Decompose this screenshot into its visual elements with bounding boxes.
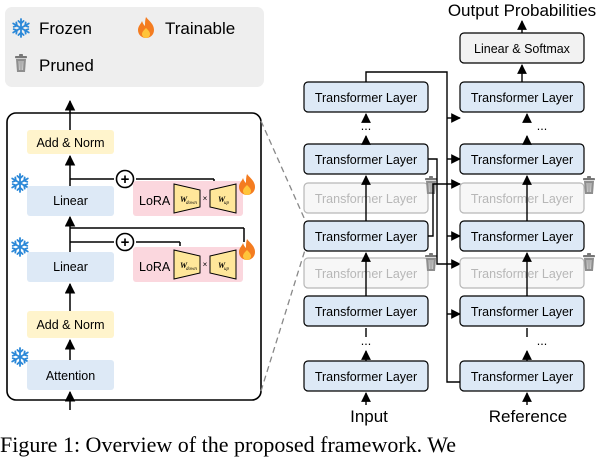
ref-layer-2: Transformer Layer [471, 153, 573, 167]
ref-layer-3: Transformer Layer [471, 230, 573, 244]
add-circle-upper [115, 169, 135, 189]
w-up-upper-sub: up [224, 201, 230, 206]
times-lower: × [203, 260, 208, 269]
add-norm-top-label: Add & Norm [36, 136, 104, 150]
zoom-line-top [260, 120, 306, 221]
layer-detail-panel: Add & Norm + Linear LoRA W down × W up + [6, 99, 262, 410]
figure-caption: Figure 1: Overview of the proposed frame… [0, 432, 456, 457]
linear-softmax-label: Linear & Softmax [474, 42, 571, 56]
ref-layer-pruned-1: Transformer Layer [471, 192, 573, 206]
linear-upper-label: Linear [53, 194, 88, 208]
linear-lower-box [27, 252, 114, 282]
w-up-lower-label: W [218, 261, 226, 270]
add-circle-lower [115, 232, 135, 252]
linear-lower-label: Linear [53, 260, 88, 274]
lora-upper-label: LoRA [139, 194, 171, 208]
legend-frozen: Frozen [39, 19, 92, 38]
w-down-upper-label: W [180, 195, 188, 204]
input-layer-2: Transformer Layer [315, 153, 417, 167]
linear-softmax-box [459, 32, 585, 64]
times-upper: × [203, 194, 208, 203]
zoom-line-bottom [260, 249, 306, 392]
plus-lower: + [121, 234, 130, 251]
stack-connections [365, 71, 461, 383]
ref-layer-5: Transformer Layer [471, 370, 573, 384]
input-ellipsis-top: ... [361, 119, 371, 133]
input-layer-5: Transformer Layer [315, 370, 417, 384]
legend: Frozen Trainable Pruned [5, 7, 264, 87]
legend-pruned: Pruned [39, 56, 94, 75]
ref-layer-1: Transformer Layer [471, 91, 573, 105]
input-layer-4: Transformer Layer [315, 305, 417, 319]
input-layer-3: Transformer Layer [315, 230, 417, 244]
reference-label: Reference [489, 407, 567, 426]
trash-icon [582, 252, 596, 272]
add-norm-top-box [27, 130, 114, 154]
trash-icon [424, 252, 438, 272]
plus-upper: + [121, 171, 130, 188]
output-title: Output Probabilities [448, 1, 596, 20]
lora-lower-label: LoRA [139, 260, 171, 274]
linear-upper-box [27, 186, 114, 216]
w-down-upper [173, 183, 201, 214]
input-layer-1: Transformer Layer [315, 91, 417, 105]
attention-box [27, 360, 114, 390]
reference-stack: Output Probabilities Linear & Softmax Tr… [448, 1, 596, 426]
trash-icon [582, 175, 596, 195]
w-up-lower-sub: up [224, 267, 230, 272]
w-up-upper [209, 183, 237, 214]
add-norm-bottom-label: Add & Norm [36, 318, 104, 332]
input-ellipsis-bottom: ... [361, 334, 371, 348]
trash-icon [424, 175, 438, 195]
w-down-lower [173, 249, 201, 280]
attention-label: Attention [46, 369, 95, 383]
trash-icon [14, 53, 28, 73]
ref-ellipsis-bottom: ... [537, 334, 547, 348]
ref-layer-pruned-2: Transformer Layer [471, 267, 573, 281]
w-down-lower-label: W [180, 261, 188, 270]
w-down-upper-sub: down [186, 201, 197, 206]
input-stack: Transformer Layer ... Transformer Layer … [303, 81, 438, 426]
w-up-lower [209, 249, 237, 280]
w-up-upper-label: W [218, 195, 226, 204]
legend-trainable: Trainable [165, 19, 235, 38]
ref-ellipsis-top: ... [537, 119, 547, 133]
add-norm-bottom-box [27, 311, 114, 338]
ref-layer-4: Transformer Layer [471, 305, 573, 319]
input-label: Input [350, 407, 388, 426]
w-down-lower-sub: down [186, 267, 197, 272]
